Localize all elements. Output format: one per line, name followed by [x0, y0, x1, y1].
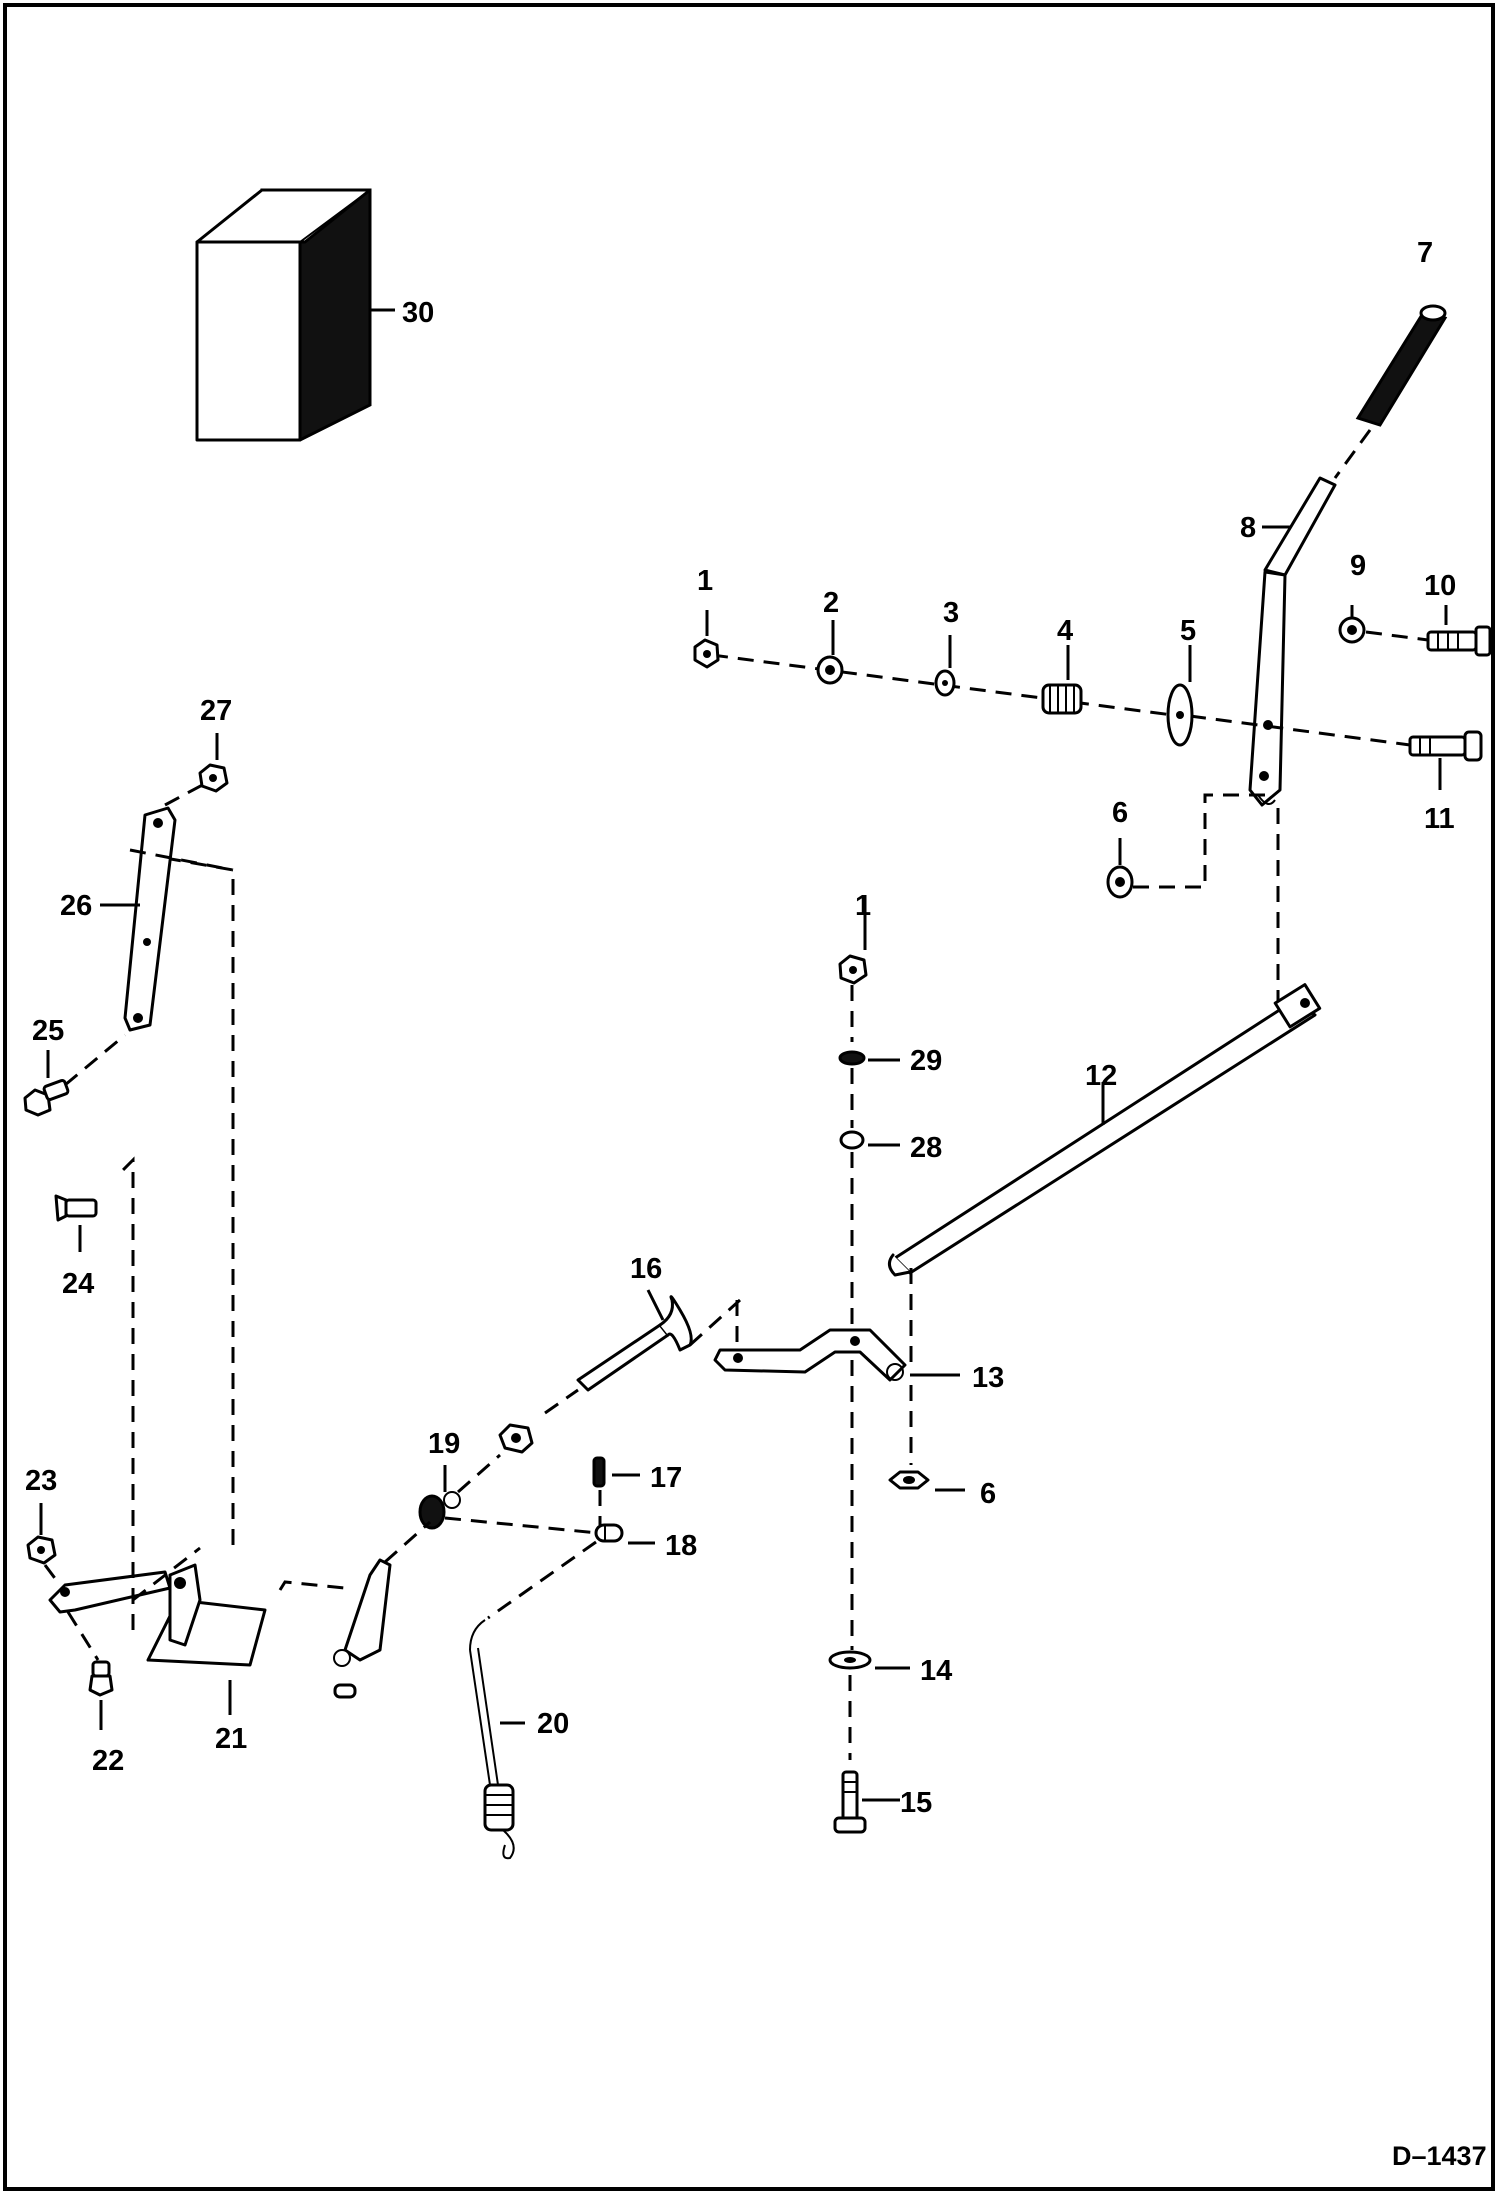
callout-19: 19: [428, 1428, 460, 1460]
callout-12: 12: [1085, 1060, 1117, 1092]
callout-6-lower: 6: [980, 1478, 996, 1510]
callout-11: 11: [1424, 803, 1455, 835]
callout-2: 2: [823, 587, 839, 619]
callout-30: 30: [402, 297, 434, 329]
part-25-bolt: [23, 1079, 70, 1117]
callout-4: 4: [1057, 615, 1073, 647]
part-7-handle-grip: [1355, 304, 1448, 427]
part-17-pin: [592, 1456, 606, 1488]
callout-25: 25: [32, 1015, 64, 1047]
part-1-nut-center: [838, 954, 868, 985]
callout-28: 28: [910, 1132, 942, 1164]
part-24-bolt: [54, 1194, 98, 1222]
part-16-rod: [576, 1295, 693, 1392]
callout-27: 27: [200, 695, 232, 727]
part-23-nut: [26, 1535, 57, 1565]
callout-20: 20: [537, 1708, 569, 1740]
drawing-code: D–1437: [1392, 2141, 1487, 2171]
part-18-pin: [594, 1523, 624, 1543]
callout-13: 13: [972, 1362, 1004, 1394]
part-4-spring: [1041, 683, 1083, 715]
callout-3: 3: [943, 597, 959, 629]
callout-14: 14: [920, 1655, 952, 1687]
callout-21: 21: [215, 1723, 247, 1755]
part-30-box: [195, 188, 372, 442]
part-13-bracket: [713, 1328, 907, 1382]
bellcrank-lever: [48, 1570, 172, 1614]
part-9-nut: [1338, 616, 1366, 644]
callout-5: 5: [1180, 615, 1196, 647]
part-11-bolt: [1408, 730, 1483, 762]
callout-29: 29: [910, 1045, 942, 1077]
callout-24: 24: [62, 1268, 94, 1300]
callout-6-upper: 6: [1112, 797, 1128, 829]
part-21-pedal: [146, 1563, 267, 1667]
part-5-disc-washer: [1166, 683, 1194, 747]
callout-1-upper: 1: [697, 565, 713, 597]
callout-9: 9: [1350, 550, 1366, 582]
part-15-bolt: [833, 1770, 867, 1834]
callout-7: 7: [1417, 237, 1433, 269]
part-12-rod: [888, 983, 1322, 1277]
pedal-arm-link: [333, 1558, 392, 1699]
part-2-locknut: [816, 655, 844, 685]
part-1-nut-upper: [693, 638, 720, 669]
callout-26: 26: [60, 890, 92, 922]
part-20-spring: [469, 1619, 515, 1860]
callout-15: 15: [900, 1787, 932, 1819]
nut-near-16: [498, 1423, 534, 1454]
callout-18: 18: [665, 1530, 697, 1562]
callout-23: 23: [25, 1465, 57, 1497]
part-26-strap: [123, 806, 177, 1032]
page-border: [3, 3, 1495, 2191]
callout-22: 22: [92, 1745, 124, 1777]
callout-17: 17: [650, 1462, 682, 1494]
callout-8: 8: [1240, 512, 1256, 544]
part-19-nut: [418, 1491, 461, 1530]
part-22-bolt: [88, 1660, 114, 1697]
part-6-nut-lower: [888, 1470, 930, 1490]
part-10-bolt: [1426, 625, 1492, 657]
part-28-bushing: [839, 1130, 865, 1150]
part-3-washer: [934, 669, 956, 697]
part-6-nut-upper: [1106, 865, 1134, 899]
part-29-lockwasher: [838, 1050, 866, 1066]
part-8-lever: [1248, 476, 1337, 807]
part-27-nut: [198, 763, 229, 793]
callout-16: 16: [630, 1253, 662, 1285]
callout-10: 10: [1424, 570, 1456, 602]
part-14-washer: [828, 1650, 872, 1670]
callout-1-center: 1: [855, 890, 871, 922]
